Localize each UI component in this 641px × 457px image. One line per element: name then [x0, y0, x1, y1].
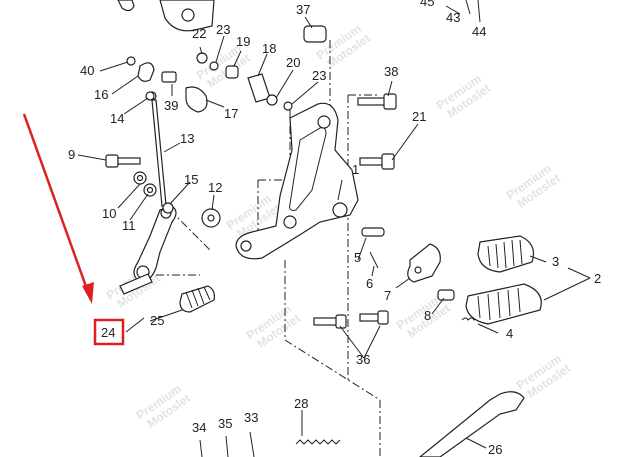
callout-39: 39 [164, 98, 178, 113]
washer-11 [143, 183, 157, 197]
bolt-36-right [359, 310, 389, 325]
callout-6: 6 [366, 276, 373, 291]
callout-23-left: 23 [216, 22, 230, 37]
footrest-bracket-7 [407, 243, 441, 283]
callout-10: 10 [102, 206, 116, 221]
callout-43: 43 [446, 10, 460, 25]
callout-17: 17 [224, 106, 238, 121]
callout-28: 28 [294, 396, 308, 411]
callout-45: 45 [420, 0, 434, 9]
callout-36: 36 [356, 352, 370, 367]
spring-28 [295, 439, 341, 445]
callout-13: 13 [180, 131, 194, 146]
clip-6 [369, 251, 379, 269]
frame-bracket-1 [235, 102, 359, 260]
callout-16: 16 [94, 87, 108, 102]
washer-20 [266, 94, 278, 106]
rod-end-17 [185, 86, 208, 113]
nut-15 [162, 202, 174, 214]
callout-22: 22 [192, 26, 206, 41]
callout-3: 3 [552, 254, 559, 269]
red-arrow-shaft [22, 113, 90, 293]
callout-4: 4 [506, 326, 513, 341]
washer-10 [133, 171, 147, 185]
pin-8 [437, 289, 455, 301]
shift-peg-25 [179, 285, 215, 313]
washer-23-right [283, 101, 293, 111]
callout-33: 33 [244, 410, 258, 425]
callout-8: 8 [424, 308, 431, 323]
callout-labels: 1 2 3 4 5 6 7 8 9 10 11 12 13 14 15 16 1… [68, 0, 601, 457]
pin-5 [361, 227, 385, 237]
callout-23-right: 23 [312, 68, 326, 83]
washer-23-left [209, 61, 219, 71]
brake-pedal-26 [419, 391, 525, 457]
callout-24: 24 [101, 325, 115, 340]
callout-14: 14 [110, 111, 124, 126]
callout-5: 5 [354, 250, 361, 265]
nut-22 [196, 52, 208, 64]
callout-15: 15 [184, 172, 198, 187]
callout-37: 37 [296, 2, 310, 17]
callout-2: 2 [594, 271, 601, 286]
callout-38: 38 [384, 64, 398, 79]
top-bracket-part [117, 0, 215, 32]
top-right-parts-43-45 [465, 0, 481, 23]
bushing-18 [247, 73, 271, 103]
callout-11: 11 [122, 218, 136, 233]
highlight-box [93, 318, 125, 346]
callout-35: 35 [218, 416, 232, 431]
callout-7: 7 [384, 288, 391, 303]
rod-end-16 [126, 56, 155, 82]
collar-19 [225, 65, 239, 79]
callout-18: 18 [262, 41, 276, 56]
callout-34: 34 [192, 420, 206, 435]
red-arrow-head [82, 282, 94, 304]
callout-40: 40 [80, 63, 94, 78]
callout-44: 44 [472, 24, 486, 39]
callout-1: 1 [352, 162, 359, 177]
callout-19: 19 [236, 34, 250, 49]
bolt-9 [105, 154, 141, 168]
footpeg-2 [465, 283, 542, 325]
callout-12: 12 [208, 180, 222, 195]
callout-20: 20 [286, 55, 300, 70]
callout-9: 9 [68, 147, 75, 162]
callout-25: 25 [150, 313, 164, 328]
washer-12 [201, 208, 221, 228]
collar-37 [303, 25, 327, 43]
bolt-38 [357, 93, 397, 110]
callout-26: 26 [488, 442, 502, 457]
highlight-annotation: 24 [22, 113, 125, 346]
leader-lines [77, 5, 591, 449]
bolt-39 [161, 71, 177, 83]
rods-33-35 [199, 431, 255, 457]
shift-lever-24 [119, 205, 177, 295]
bolt-21 [359, 153, 395, 170]
callout-21: 21 [412, 109, 426, 124]
footpeg-rubber-3 [477, 235, 535, 273]
bolt-36-left [313, 314, 347, 329]
